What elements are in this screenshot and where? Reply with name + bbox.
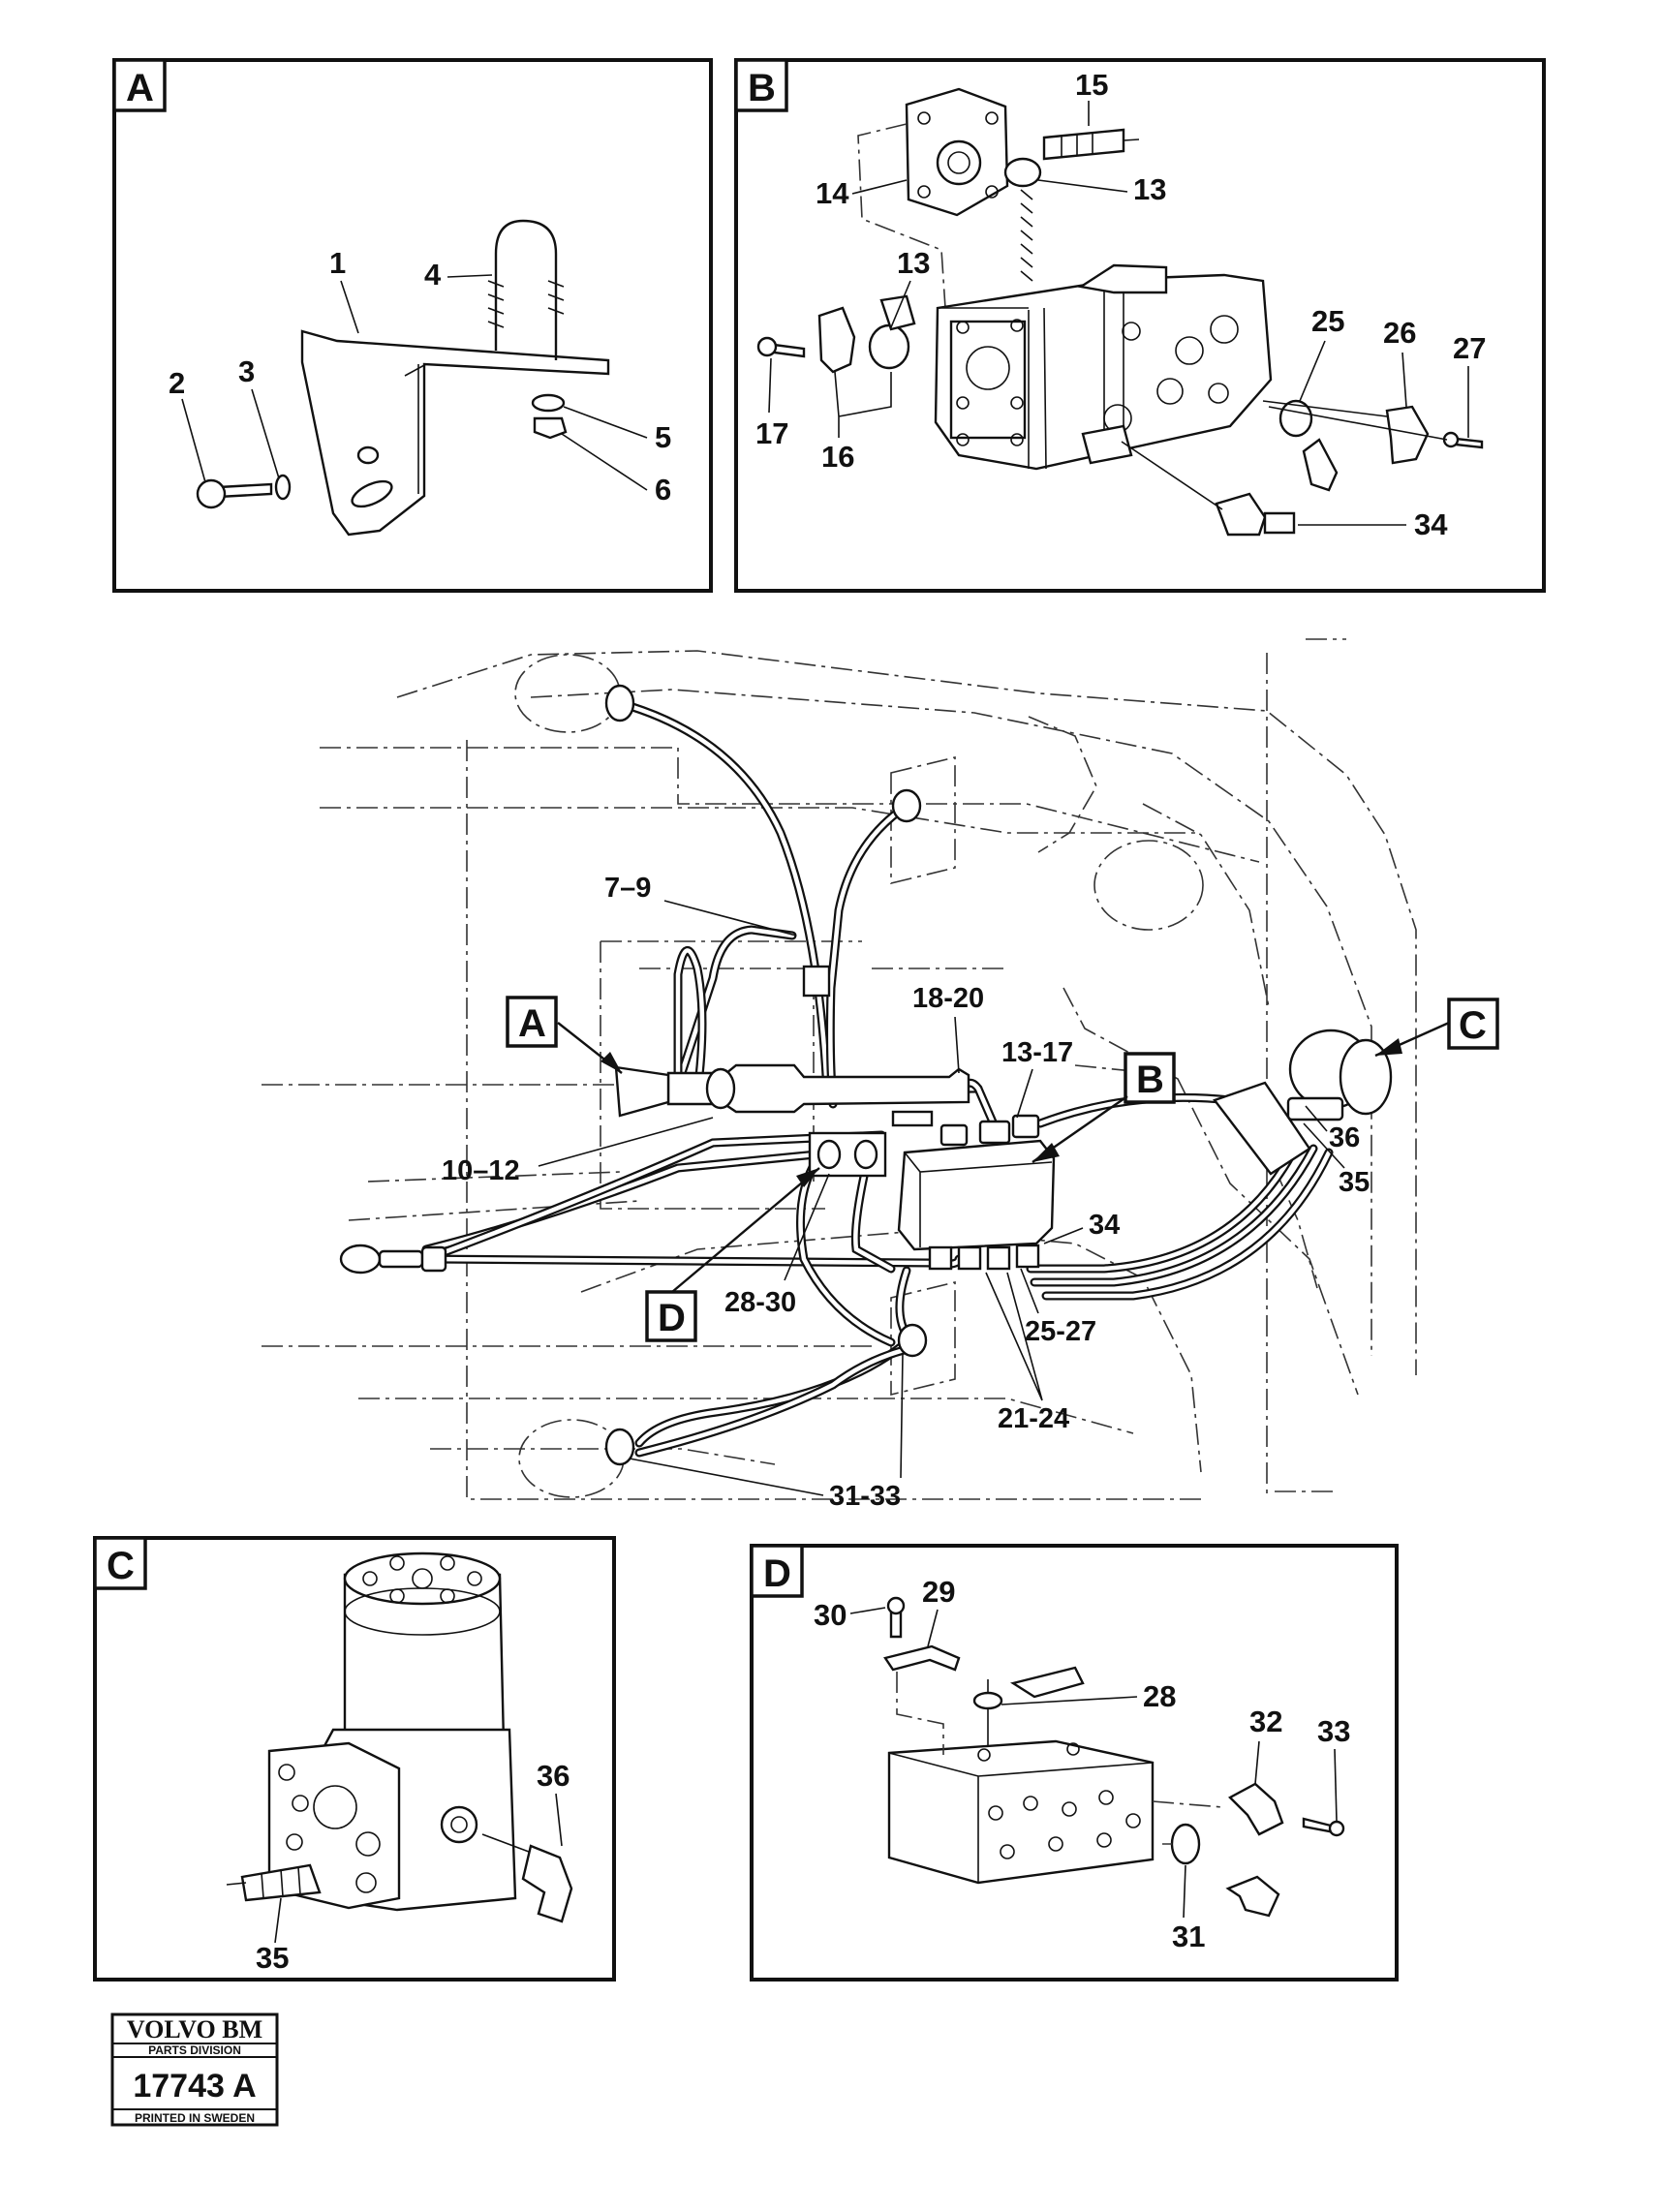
hose-fitting-bottom	[604, 1428, 635, 1466]
u-bolt-part	[494, 219, 558, 360]
fitting-part	[1042, 128, 1125, 161]
callout-30: 30	[814, 1598, 847, 1632]
o-ring-part	[1003, 157, 1042, 188]
stamp-brand: VOLVO BM	[127, 2015, 262, 2043]
callout-18-20: 18-20	[912, 983, 984, 1014]
panel-c: C 36 35	[93, 1536, 616, 1982]
panel-a-label-box	[112, 58, 167, 112]
hose-fitting-upper-right	[891, 788, 922, 823]
main-marker-c: C	[1459, 1004, 1487, 1047]
bracket-mounted	[614, 1065, 670, 1118]
panel-d-label: D	[763, 1552, 791, 1595]
callout-13-left: 13	[897, 246, 930, 280]
callout-21-24: 21-24	[998, 1403, 1069, 1434]
main-marker-a: A	[518, 1002, 546, 1045]
callout-16: 16	[821, 440, 854, 474]
clamp-part-32	[1228, 1782, 1284, 1836]
main-marker-b: B	[1136, 1059, 1164, 1101]
clamp-part-29	[883, 1644, 961, 1672]
main-pressure-pipe	[666, 1063, 970, 1114]
callout-34-main: 34	[1089, 1210, 1120, 1241]
panel-c-label-box	[93, 1536, 147, 1590]
lock-washer-part	[274, 474, 292, 501]
stamp-number: 17743 A	[133, 2068, 256, 2104]
main-assembly: A B C D 7–9 18-20 13-17 10–12 36 35 34 2…	[262, 638, 1499, 1512]
sensor-fitting-part	[1215, 492, 1267, 537]
clamp-part-lower	[1225, 1875, 1280, 1918]
callout-4: 4	[424, 258, 442, 292]
panel-b-label: B	[748, 67, 776, 109]
callout-31: 31	[1172, 1920, 1205, 1953]
panel-d-frame	[750, 1544, 1399, 1982]
panel-c-label: C	[107, 1545, 135, 1587]
hose-clamp	[802, 965, 831, 998]
callout-25: 25	[1311, 304, 1344, 338]
panel-b: B	[734, 58, 1546, 593]
callout-28-30: 28-30	[724, 1287, 796, 1318]
junction-block-part	[887, 1739, 1155, 1885]
hose-fitting-lower	[897, 1323, 928, 1358]
callout-28: 28	[1143, 1679, 1176, 1713]
callout-26: 26	[1383, 316, 1416, 350]
panel-a: A 1 2 3 4 5 6	[112, 58, 713, 593]
hose-fitting-top	[604, 684, 635, 722]
callout-32: 32	[1249, 1705, 1282, 1738]
callout-17: 17	[755, 416, 788, 450]
callout-6: 6	[655, 473, 671, 507]
callout-13-top: 13	[1133, 172, 1166, 206]
panel-d: D 30 29 28 32 33 31	[750, 1544, 1399, 1982]
main-marker-d-box	[645, 1290, 697, 1342]
panel-a-frame	[112, 58, 713, 593]
clamp-part-upper	[1009, 1666, 1085, 1699]
panel-a-label: A	[126, 67, 154, 109]
stamp-division: PARTS DIVISION	[148, 2043, 241, 2057]
callout-27: 27	[1453, 331, 1486, 365]
o-ring-part-31	[1170, 1823, 1201, 1865]
callout-14: 14	[816, 176, 849, 210]
steering-valve-bracket	[1213, 1081, 1311, 1176]
callout-34-panel: 34	[1414, 507, 1448, 541]
stamp-printed: PRINTED IN SWEDEN	[135, 2111, 255, 2125]
callout-10-12: 10–12	[442, 1155, 520, 1186]
callout-2: 2	[169, 366, 185, 400]
clamp-part-26	[1385, 405, 1430, 465]
callout-3: 3	[238, 354, 255, 388]
elbow-fitting-36	[521, 1844, 573, 1923]
callout-13-17: 13-17	[1001, 1037, 1073, 1068]
callout-1: 1	[329, 246, 346, 280]
callout-35-panel: 35	[256, 1941, 289, 1975]
panel-d-label-box	[750, 1544, 804, 1598]
callout-5: 5	[655, 420, 671, 454]
panel-c-frame	[93, 1536, 616, 1982]
panel-b-label-box	[734, 58, 788, 112]
callout-35-main: 35	[1339, 1167, 1370, 1198]
panel-b-frame	[734, 58, 1546, 593]
main-marker-b-box	[1124, 1052, 1176, 1104]
main-marker-a-box	[506, 996, 558, 1048]
clamp-part-16	[817, 306, 856, 374]
o-ring-part-28	[972, 1691, 1003, 1710]
main-marker-d: D	[658, 1297, 686, 1339]
callout-31-33: 31-33	[829, 1481, 901, 1512]
callout-7-9: 7–9	[604, 873, 651, 904]
valve-manifold	[897, 1139, 1056, 1251]
callout-36-panel: 36	[537, 1759, 570, 1793]
callout-33: 33	[1317, 1714, 1350, 1748]
pipe-coupling	[891, 1110, 934, 1127]
o-ring-part-left	[868, 323, 910, 370]
callout-36-main: 36	[1329, 1122, 1360, 1153]
steering-unit-top	[343, 1551, 502, 1606]
callout-25-27: 25-27	[1025, 1316, 1096, 1347]
volvo-bm-stamp: VOLVO BM PARTS DIVISION 17743 A PRINTED …	[110, 2012, 279, 2127]
washer-part	[531, 393, 566, 413]
nut-part	[533, 416, 568, 440]
hose-eye-fitting	[339, 1244, 382, 1275]
callout-15: 15	[1075, 68, 1108, 102]
callout-29: 29	[922, 1575, 955, 1609]
